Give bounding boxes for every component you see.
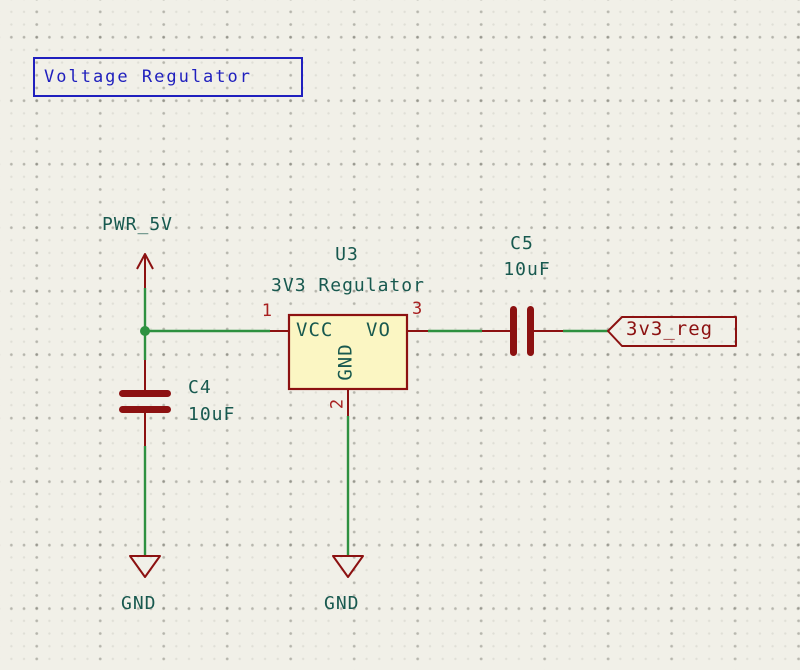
u3-pin-name-vo: VO [366, 319, 391, 341]
u3-value[interactable]: 3V3 Regulator [271, 275, 425, 296]
gnd-symbol-left[interactable] [129, 555, 161, 578]
c4-value[interactable]: 10uF [188, 404, 236, 425]
hierarchical-label-text[interactable]: 3v3_reg [626, 318, 714, 340]
c4-reference[interactable]: C4 [188, 377, 212, 398]
text-box-voltage-regulator[interactable]: Voltage Regulator [33, 57, 303, 97]
gnd-label-left[interactable]: GND [121, 593, 157, 614]
u3-pin-name-gnd: GND [334, 343, 357, 381]
regulator-u3-body[interactable] [287, 313, 409, 391]
hierarchical-label-outline[interactable] [607, 316, 737, 347]
text-box-label: Voltage Regulator [44, 67, 252, 87]
gnd-label-center[interactable]: GND [324, 593, 360, 614]
c5-reference[interactable]: C5 [510, 233, 534, 254]
power-flag-pwr5v-symbol[interactable] [136, 253, 154, 289]
c5-value[interactable]: 10uF [503, 259, 551, 280]
capacitor-c4-symbol[interactable] [119, 390, 171, 413]
gnd-symbol-center[interactable] [332, 555, 364, 578]
u3-pin-name-vcc: VCC [296, 319, 334, 341]
u3-pin-number-2: 2 [327, 398, 348, 410]
capacitor-c5-symbol[interactable] [510, 306, 534, 356]
wire-segments[interactable] [143, 288, 608, 556]
u3-reference[interactable]: U3 [335, 244, 359, 265]
u3-pin-number-3: 3 [412, 299, 423, 319]
wire-junction-dot[interactable] [140, 326, 150, 336]
u3-pin-number-1: 1 [261, 301, 272, 321]
power-flag-pwr5v-label[interactable]: PWR_5V [102, 214, 174, 235]
pin-stubs [144, 330, 563, 446]
